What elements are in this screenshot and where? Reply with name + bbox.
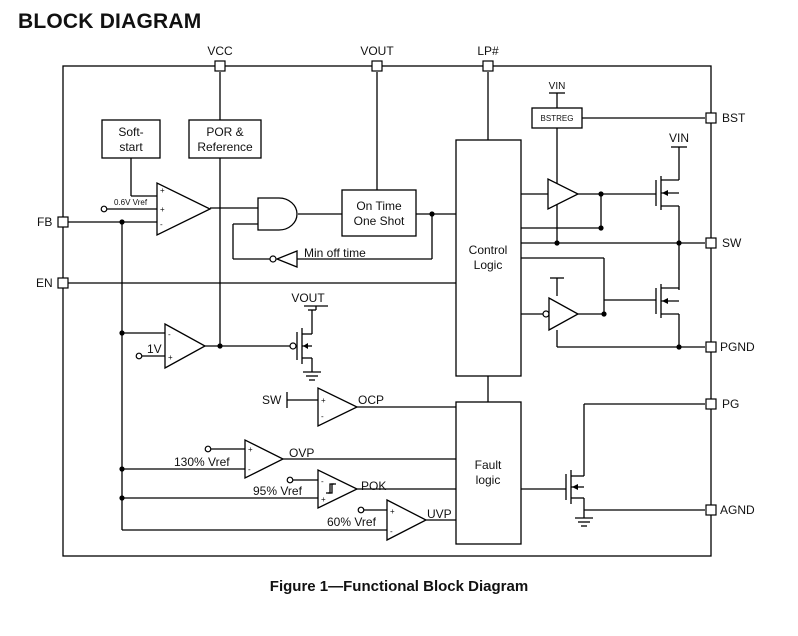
ontime-oneshot-block: On Time One Shot: [341, 189, 417, 237]
svg-text:+: +: [160, 205, 165, 214]
one-volt-comparator: - + 1V: [147, 322, 207, 370]
ldo-fet: VOUT: [289, 291, 328, 364]
svg-text:One Shot: One Shot: [354, 214, 405, 228]
svg-text:VCC: VCC: [207, 44, 233, 58]
ocp-comparator: + - SW OCP: [262, 386, 384, 428]
pin-en: EN: [36, 276, 69, 290]
min-off-time-inverter: Min off time: [269, 246, 366, 268]
svg-text:VIN: VIN: [669, 131, 689, 145]
svg-text:POR &: POR &: [206, 125, 243, 139]
svg-text:Min off time: Min off time: [304, 246, 366, 260]
svg-text:VOUT: VOUT: [360, 44, 394, 58]
pin-vout: VOUT: [360, 44, 394, 72]
svg-text:start: start: [119, 140, 143, 154]
svg-text:+: +: [390, 507, 395, 516]
chip-outline: [62, 65, 712, 557]
reference-terminals: [100, 205, 365, 514]
high-side-fet: VIN: [655, 131, 689, 210]
low-side-fet: [655, 284, 680, 318]
svg-text:0.6V Vref: 0.6V Vref: [114, 198, 148, 207]
ovp-comparator: + - OVP 130% Vref: [174, 438, 314, 480]
svg-text:BSTREG: BSTREG: [541, 114, 574, 123]
svg-text:+: +: [160, 186, 165, 195]
svg-text:Logic: Logic: [474, 258, 503, 272]
svg-text:+: +: [321, 495, 326, 504]
and-gate: [257, 197, 298, 231]
svg-text:Fault: Fault: [475, 458, 502, 472]
svg-text:BST: BST: [722, 111, 746, 125]
svg-text:OVP: OVP: [289, 446, 314, 460]
svg-text:On Time: On Time: [356, 199, 402, 213]
svg-text:-: -: [168, 330, 171, 339]
svg-text:Reference: Reference: [197, 140, 253, 154]
softstart-block: Soft- start: [101, 119, 161, 159]
svg-text:95% Vref: 95% Vref: [253, 484, 303, 498]
pin-pgnd: PGND: [705, 340, 755, 354]
pin-fb: FB: [37, 215, 69, 229]
pin-pg: PG: [705, 397, 739, 411]
uvp-comparator: + - UVP 60% Vref: [327, 498, 452, 542]
svg-text:+: +: [321, 396, 326, 405]
svg-text:AGND: AGND: [720, 503, 755, 517]
low-side-driver: [542, 277, 580, 332]
svg-text:UVP: UVP: [427, 507, 452, 521]
junction-dots: [119, 191, 682, 501]
pin-agnd: AGND: [705, 503, 755, 517]
svg-text:POK: POK: [361, 479, 386, 493]
svg-text:PG: PG: [722, 397, 739, 411]
svg-text:LP#: LP#: [477, 44, 499, 58]
pin-vcc: VCC: [207, 44, 233, 72]
svg-text:+: +: [248, 445, 253, 454]
svg-text:-: -: [321, 412, 324, 421]
svg-text:PGND: PGND: [720, 340, 755, 354]
por-reference-block: POR & Reference: [188, 119, 262, 159]
svg-text:FB: FB: [37, 215, 52, 229]
svg-text:-: -: [390, 527, 393, 536]
bstreg-block: BSTREG VIN: [531, 81, 583, 129]
svg-text:SW: SW: [262, 393, 282, 407]
svg-text:logic: logic: [476, 473, 501, 487]
pok-comparator: - + POK 95% Vref: [253, 468, 386, 510]
svg-text:VOUT: VOUT: [291, 291, 325, 305]
svg-text:-: -: [160, 220, 163, 229]
ldo-ground: [303, 371, 321, 381]
svg-text:SW: SW: [722, 236, 742, 250]
feedback-comparator: + + - 0.6V Vref: [114, 181, 212, 237]
svg-text:-: -: [248, 465, 251, 474]
pg-ground: [575, 517, 593, 527]
figure-caption: Figure 1—Functional Block Diagram: [269, 578, 529, 595]
pg-fet: [565, 470, 585, 504]
fault-logic-block: Fault logic: [455, 401, 522, 545]
svg-text:EN: EN: [36, 276, 53, 290]
svg-text:Soft-: Soft-: [118, 125, 143, 139]
pin-lp: LP#: [477, 44, 499, 72]
pin-bst: BST: [705, 111, 746, 125]
control-logic-block: Control Logic: [455, 139, 522, 377]
wiring: [68, 72, 705, 531]
svg-text:-: -: [321, 477, 324, 486]
svg-text:1V: 1V: [147, 342, 162, 356]
svg-text:60% Vref: 60% Vref: [327, 515, 377, 529]
high-side-driver: [547, 177, 580, 211]
svg-text:OCP: OCP: [358, 393, 384, 407]
svg-text:+: +: [168, 353, 173, 362]
svg-text:Control: Control: [469, 243, 508, 257]
svg-text:VIN: VIN: [549, 81, 566, 92]
svg-text:130% Vref: 130% Vref: [174, 455, 230, 469]
pin-sw: SW: [705, 236, 742, 250]
page-title: BLOCK DIAGRAM: [18, 10, 202, 33]
